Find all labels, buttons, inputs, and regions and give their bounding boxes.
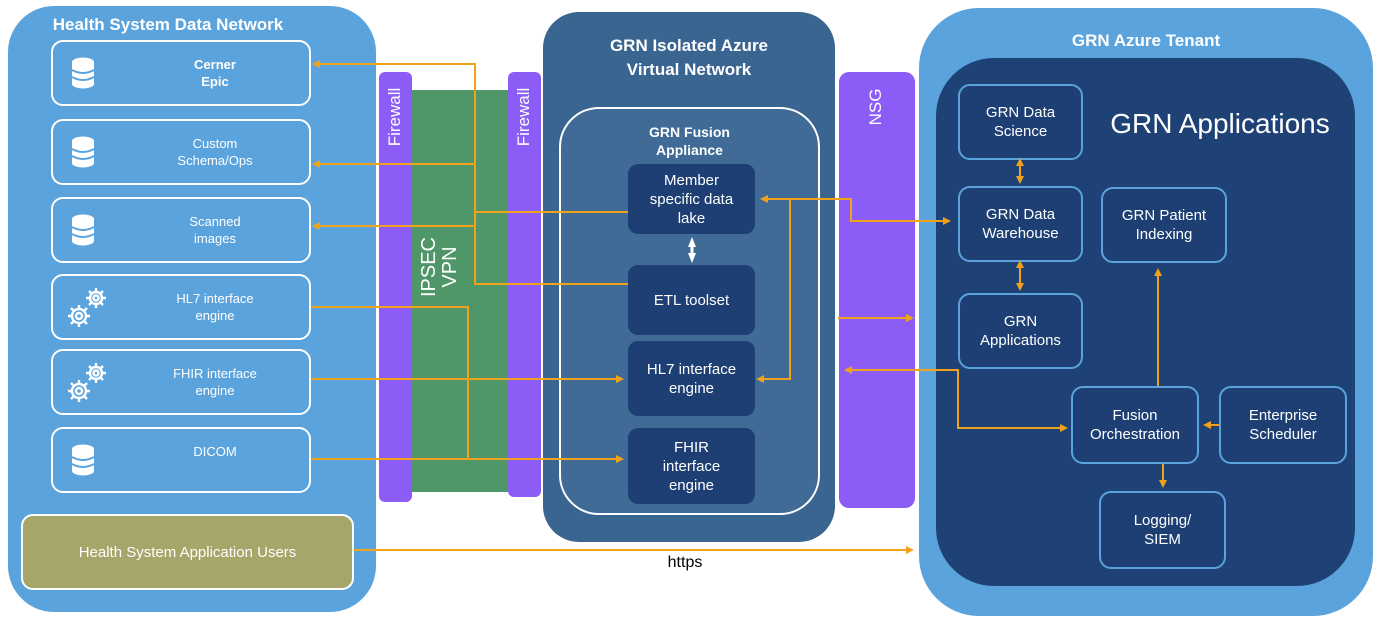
source-label: DICOM [133, 443, 297, 460]
users-label: Health System Application Users [78, 543, 297, 561]
tenant-enterprise-scheduler[interactable]: Enterprise Scheduler [1219, 386, 1347, 464]
database-icon [71, 444, 95, 476]
nsg-bar [839, 72, 915, 508]
component-etl-toolset[interactable]: ETL toolset [628, 265, 755, 335]
source-label-text: FHIR interface engine [173, 366, 257, 398]
database-icon [71, 214, 95, 246]
health-system-users-box[interactable]: Health System Application Users [21, 514, 354, 590]
source-label-text: Cerner Epic [194, 57, 236, 89]
source-cerner-epic[interactable]: Cerner Epic [51, 40, 311, 106]
tenant-data-warehouse[interactable]: GRN Data Warehouse [958, 186, 1083, 262]
tenant-box-label: GRN Data Warehouse [982, 206, 1059, 242]
source-label-text: Scanned images [189, 214, 241, 246]
source-label-text: Custom Schema/Ops [177, 136, 253, 168]
component-label: HL7 interface engine [646, 360, 737, 397]
gears-icon [68, 363, 106, 402]
source-label-text: DICOM [193, 444, 237, 459]
tenant-logging-siem[interactable]: Logging/ SIEM [1099, 491, 1226, 569]
tenant-box-label: Enterprise Scheduler [1248, 407, 1318, 443]
appliance-title: GRN Fusion Appliance [649, 124, 730, 158]
gears-icon [68, 288, 106, 327]
source-label-text: HL7 interface engine [176, 291, 254, 323]
database-icon [71, 57, 95, 89]
database-icon [71, 136, 95, 168]
source-label: HL7 interface engine [133, 290, 297, 324]
grn-applications-heading: GRN Applications [1110, 108, 1330, 139]
tenant-box-label: Fusion Orchestration [1089, 407, 1181, 443]
tenant-box-label: GRN Applications [980, 313, 1061, 349]
azure-tenant-title: GRN Azure Tenant [1071, 31, 1221, 50]
component-label: ETL toolset [653, 291, 730, 309]
component-label: FHIR interface engine [662, 438, 721, 494]
component-data-lake[interactable]: Member specific data lake [628, 164, 755, 234]
health-system-title: Health System Data Network [52, 15, 284, 34]
source-hl7-engine[interactable]: HL7 interface engine [51, 274, 311, 340]
tenant-box-label: GRN Data Science [985, 104, 1056, 140]
source-label: Scanned images [133, 213, 297, 247]
arrow-orchestration-hl7 [844, 366, 1068, 432]
https-label: https [667, 554, 703, 571]
arrow-to-warehouse [790, 198, 951, 225]
tenant-patient-indexing[interactable]: GRN Patient Indexing [1101, 187, 1227, 263]
component-fhir-engine[interactable]: FHIR interface engine [628, 428, 755, 504]
source-custom-schema[interactable]: Custom Schema/Ops [51, 119, 311, 185]
arrow-hl7-src [311, 306, 469, 459]
tenant-data-science[interactable]: GRN Data Science [958, 84, 1083, 160]
source-label: Custom Schema/Ops [133, 135, 297, 169]
firewall-left-bar [379, 72, 412, 502]
source-dicom[interactable]: DICOM [51, 427, 311, 493]
tenant-box-label: GRN Patient Indexing [1121, 207, 1207, 243]
azure-vnet-title: GRN Isolated Azure Virtual Network [609, 36, 769, 79]
source-label: FHIR interface engine [133, 365, 297, 399]
ipsec-vpn-band [412, 90, 508, 492]
component-hl7-engine[interactable]: HL7 interface engine [628, 341, 755, 416]
source-fhir-engine[interactable]: FHIR interface engine [51, 349, 311, 415]
tenant-fusion-orchestration[interactable]: Fusion Orchestration [1071, 386, 1199, 464]
source-label: Cerner Epic [133, 56, 297, 90]
component-label: Member specific data lake [649, 171, 734, 227]
arrow-hl7-to-datalake [756, 195, 791, 383]
arrow-etl-to-cerner [312, 60, 628, 285]
tenant-box-label: Logging/ SIEM [1133, 512, 1192, 548]
source-scanned-images[interactable]: Scanned images [51, 197, 311, 263]
